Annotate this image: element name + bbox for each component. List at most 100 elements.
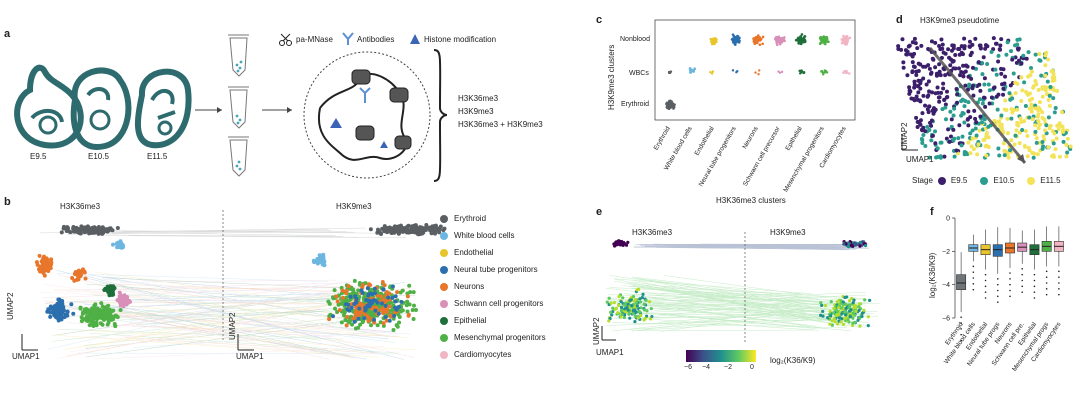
c-point: [803, 40, 807, 44]
connector-line: [81, 302, 388, 320]
e-line: [633, 245, 830, 248]
connector-line: [72, 272, 327, 340]
e-point: [839, 306, 843, 310]
d-point: [965, 64, 970, 69]
antibodies-legend: Antibodies: [357, 35, 395, 44]
cell-point: [105, 288, 110, 293]
connector-line: [66, 308, 321, 357]
cell-point: [441, 228, 446, 233]
c-xtick: Epithelial: [784, 125, 804, 152]
d-stage-e10-5: E10.5: [993, 176, 1015, 185]
connector-line: [63, 298, 368, 350]
c-xtick: Mesenchymal progenitors: [782, 125, 826, 194]
c-point: [710, 42, 714, 46]
e-line: [640, 287, 834, 316]
e-line: [655, 244, 853, 246]
connector-line: [56, 298, 365, 359]
e-line: [667, 247, 856, 250]
cell-point: [333, 306, 338, 311]
e-left-title: H3K36me3: [632, 228, 673, 237]
d-point: [1020, 128, 1025, 133]
c-plot-frame: [654, 19, 856, 121]
d-point: [1028, 73, 1033, 78]
connector-line: [75, 301, 329, 355]
cell-point: [346, 302, 351, 307]
d-point: [1033, 52, 1038, 57]
cell-point: [87, 313, 92, 318]
d-point: [1061, 129, 1066, 134]
c-point: [673, 103, 676, 106]
d-point: [929, 138, 934, 143]
d-point: [901, 65, 906, 70]
stage-dot-e11-5: [1027, 176, 1036, 185]
d-point: [983, 104, 988, 109]
e-line: [689, 245, 835, 248]
cell-point: [98, 321, 103, 326]
cell-point: [385, 230, 390, 235]
embryo-illustrations: [14, 64, 292, 150]
e-point: [843, 295, 847, 300]
c-ylabel: H3K9me3 clusters: [607, 44, 616, 110]
d-point: [984, 130, 989, 135]
e-point: [837, 316, 841, 320]
cell-point: [368, 291, 373, 296]
d-point: [973, 36, 978, 41]
f-outlier: [996, 289, 999, 292]
cell-point: [405, 291, 410, 296]
d-point: [973, 116, 978, 121]
cell-point: [99, 301, 104, 306]
cell-point: [352, 278, 357, 283]
cell-point: [411, 303, 416, 308]
d-point: [999, 113, 1004, 118]
cell-point: [55, 315, 60, 320]
d-point: [991, 86, 996, 91]
connector-line: [136, 306, 354, 326]
cell-point: [380, 301, 385, 306]
d-umap1: UMAP1: [906, 155, 934, 164]
c-point: [713, 41, 717, 45]
e-point: [609, 301, 613, 305]
cell-point: [345, 314, 350, 319]
connector-line: [123, 230, 355, 233]
cell-point: [343, 318, 348, 323]
c-point: [755, 37, 758, 41]
d-point: [1009, 49, 1014, 54]
d-point: [941, 81, 946, 86]
cell-point: [121, 244, 126, 249]
legend-swatch: [440, 265, 448, 274]
cell-point: [111, 308, 116, 313]
e-point: [642, 308, 647, 312]
connector-line: [128, 235, 359, 238]
cell-point: [405, 299, 410, 304]
d-point: [1009, 138, 1014, 143]
c-point: [846, 71, 849, 74]
connector-line: [83, 330, 417, 351]
f-outlier: [1045, 288, 1048, 290]
d-point: [907, 43, 912, 48]
cell-point: [59, 230, 64, 235]
panel-label-f: f: [930, 206, 934, 218]
d-point: [915, 124, 920, 129]
d-point: [952, 136, 957, 141]
legend-item: Neural tube progenitors: [440, 261, 546, 278]
cell-point: [400, 308, 405, 313]
d-point: [962, 104, 967, 109]
c-point: [734, 39, 738, 43]
cell-point: [411, 317, 416, 322]
d-point: [921, 93, 926, 98]
e-point: [638, 300, 643, 304]
cell-point: [392, 224, 397, 229]
d-point: [949, 124, 954, 129]
d-point: [933, 65, 938, 70]
e-line: [685, 244, 832, 250]
connector-line: [83, 314, 366, 346]
f-outlier: [1009, 289, 1011, 292]
c-point: [758, 43, 762, 46]
legend-label: White blood cells: [454, 231, 515, 240]
cell-point: [336, 302, 341, 307]
d-point: [1043, 73, 1048, 78]
e-point: [645, 309, 649, 313]
cell-point: [390, 307, 395, 312]
cell-point: [347, 320, 352, 325]
cell-point: [413, 308, 418, 313]
